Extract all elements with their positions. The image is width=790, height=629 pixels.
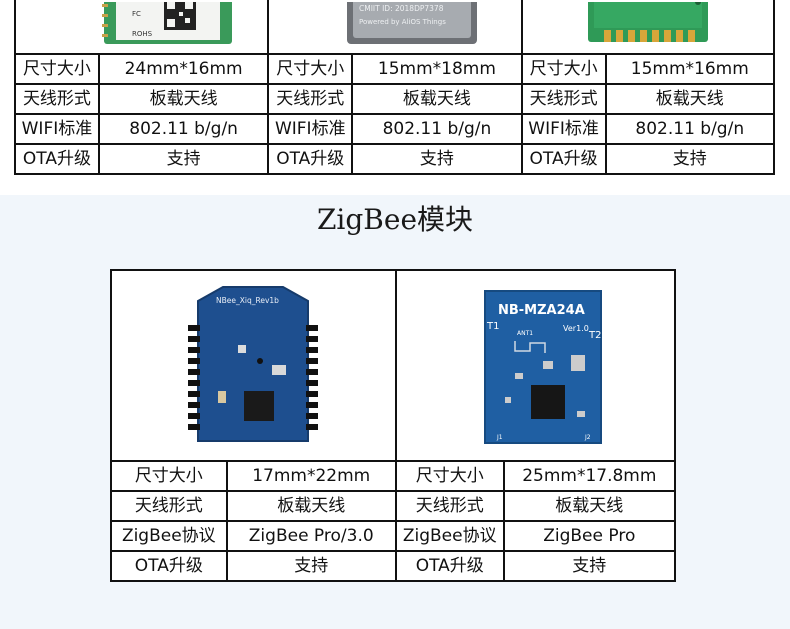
wifi-standard-value: 802.11 b/g/n: [604, 113, 776, 145]
zigbee-module-2-ant1: ANT1: [517, 330, 533, 337]
wifi-module-3-photo: [520, 0, 776, 55]
ota-label: OTA升级: [14, 143, 100, 175]
wifi-standard-label: WIFI标准: [14, 113, 100, 145]
size-label: 尺寸大小: [394, 460, 505, 492]
antenna-label: 天线形式: [14, 83, 100, 115]
zigbee-module-2-version: Ver1.0: [563, 324, 589, 333]
antenna-value: 板载天线: [502, 490, 677, 522]
ota-value: 支持: [502, 550, 677, 582]
protocol-value: ZigBee Pro: [502, 520, 677, 552]
zigbee-module-table: NBee_Xiq_Rev1b: [110, 269, 677, 582]
size-value: 24mm*16mm: [97, 53, 270, 85]
wifi-size-row: 尺寸大小 24mm*16mm 尺寸大小 15mm*18mm 尺寸大小 15mm*…: [14, 53, 776, 85]
antenna-value: 板载天线: [351, 83, 523, 115]
ota-label: OTA升级: [110, 550, 228, 582]
zigbee-module-2-j1: J1: [496, 434, 503, 441]
zigbee-ota-row: OTA升级 支持 OTA升级 支持: [110, 550, 677, 582]
wifi-standard-value: 802.11 b/g/n: [351, 113, 523, 145]
wifi-standard-row: WIFI标准 802.11 b/g/n WIFI标准 802.11 b/g/n …: [14, 113, 776, 145]
antenna-label: 天线形式: [110, 490, 228, 522]
module-photo-row: FC ROHS CMIIT ID: 2018DP7378 Powered by …: [13, 0, 776, 55]
zigbee-module-1-photo: NBee_Xiq_Rev1b: [110, 269, 397, 462]
zigbee-size-row: 尺寸大小 17mm*22mm 尺寸大小 25mm*17.8mm: [110, 460, 677, 492]
zigbee-module-2-t1: T1: [486, 321, 499, 332]
wifi-module-table: FC ROHS CMIIT ID: 2018DP7378 Powered by …: [13, 0, 776, 175]
wifi-module-2-photo: CMIIT ID: 2018DP7378 Powered by AliOS Th…: [267, 0, 523, 55]
size-label: 尺寸大小: [110, 460, 228, 492]
zigbee-section-title: ZigBee模块: [316, 203, 474, 236]
wifi-module-1-photo: FC ROHS: [13, 0, 270, 55]
wifi-standard-value: 802.11 b/g/n: [97, 113, 270, 145]
antenna-value: 板载天线: [97, 83, 270, 115]
size-label: 尺寸大小: [14, 53, 100, 85]
ota-value: 支持: [351, 143, 523, 175]
antenna-value: 板载天线: [604, 83, 776, 115]
wifi-standard-label: WIFI标准: [267, 113, 354, 145]
size-value: 25mm*17.8mm: [502, 460, 677, 492]
wifi-module-2-powered-text: Powered by AliOS Things: [359, 18, 446, 26]
size-value: 15mm*16mm: [604, 53, 776, 85]
antenna-label: 天线形式: [267, 83, 354, 115]
zigbee-protocol-row: ZigBee协议 ZigBee Pro/3.0 ZigBee协议 ZigBee …: [110, 520, 677, 552]
ota-label: OTA升级: [520, 143, 607, 175]
wifi-antenna-row: 天线形式 板载天线 天线形式 板载天线 天线形式 板载天线: [14, 83, 776, 115]
zigbee-module-2-photo: NB-MZA24A Ver1.0 T1 T2 ANT1 J1 J2: [394, 269, 677, 462]
ota-value: 支持: [225, 550, 397, 582]
zigbee-module-2-t2: T2: [588, 330, 601, 341]
antenna-value: 板载天线: [225, 490, 397, 522]
wifi-module-1-rohs-mark: ROHS: [132, 30, 153, 38]
size-label: 尺寸大小: [520, 53, 607, 85]
size-value: 15mm*18mm: [351, 53, 523, 85]
zigbee-module-1-label: NBee_Xiq_Rev1b: [216, 296, 279, 305]
zigbee-module-2-j2: J2: [584, 434, 591, 441]
wifi-module-1-fc-mark: FC: [132, 10, 141, 18]
zigbee-module-2-model: NB-MZA24A: [498, 303, 585, 318]
zigbee-antenna-row: 天线形式 板载天线 天线形式 板载天线: [110, 490, 677, 522]
protocol-value: ZigBee Pro/3.0: [225, 520, 397, 552]
wifi-ota-row: OTA升级 支持 OTA升级 支持 OTA升级 支持: [14, 143, 776, 175]
antenna-label: 天线形式: [520, 83, 607, 115]
wifi-module-2-cmiit-text: CMIIT ID: 2018DP7378: [359, 4, 444, 13]
protocol-label: ZigBee协议: [110, 520, 228, 552]
antenna-label: 天线形式: [394, 490, 505, 522]
ota-value: 支持: [604, 143, 776, 175]
module-photo-row: NBee_Xiq_Rev1b: [110, 269, 677, 462]
protocol-label: ZigBee协议: [394, 520, 505, 552]
size-label: 尺寸大小: [267, 53, 354, 85]
size-value: 17mm*22mm: [225, 460, 397, 492]
wifi-standard-label: WIFI标准: [520, 113, 607, 145]
ota-value: 支持: [97, 143, 270, 175]
ota-label: OTA升级: [267, 143, 354, 175]
ota-label: OTA升级: [394, 550, 505, 582]
